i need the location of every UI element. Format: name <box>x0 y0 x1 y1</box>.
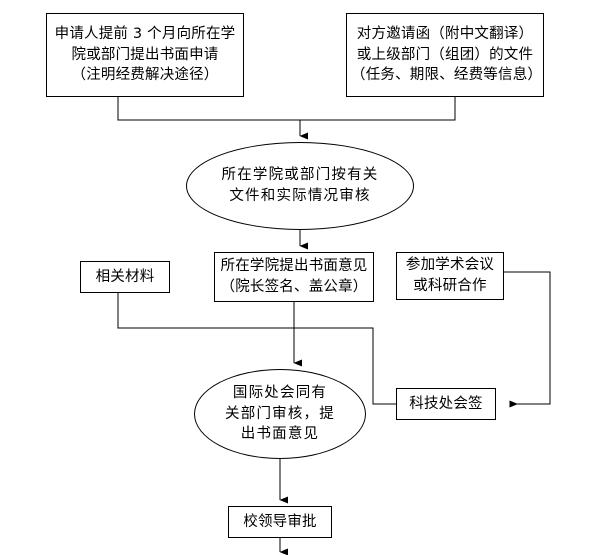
connector-conference-to-sci-tech <box>504 271 551 408</box>
node-written-opinion[interactable]: 所在学院提出书面意见 （院长签名、盖公章） <box>214 252 374 302</box>
node-invitation-letter[interactable]: 对方邀请函（附中文翻译） 或上级部门（组团）的文件 （任务、期限、经费等信息） <box>346 13 544 97</box>
node-sci-tech-sign[interactable]: 科技处会签 <box>396 388 496 420</box>
node-college-review[interactable]: 所在学院或部门按有关 文件和实际情况审核 <box>186 142 414 230</box>
node-academic-conference[interactable]: 参加学术会议 或科研合作 <box>396 252 504 300</box>
node-related-materials[interactable]: 相关材料 <box>80 261 170 293</box>
connector-applicant-to-review <box>117 97 300 121</box>
node-leader-approval[interactable]: 校领导审批 <box>228 506 332 538</box>
node-sci-tech-sign-label: 科技处会签 <box>409 395 483 412</box>
node-intl-office-label: 国际处会同有 关部门审核，提 出书面意见 <box>225 385 335 443</box>
connector-invitation-to-review <box>300 97 456 121</box>
node-academic-conference-label: 参加学术会议 或科研合作 <box>405 257 495 294</box>
node-written-opinion-label: 所在学院提出书面意见 （院长签名、盖公章） <box>220 258 368 295</box>
node-applicant-request[interactable]: 申请人提前 3 个月向所在学 院或部门提出书面申请 （注明经费解决途径） <box>46 13 244 97</box>
node-college-review-label: 所在学院或部门按有关 文件和实际情况审核 <box>221 167 379 204</box>
node-related-materials-label: 相关材料 <box>95 268 155 285</box>
node-applicant-request-label: 申请人提前 3 个月向所在学 院或部门提出书面申请 （注明经费解决途径） <box>54 26 236 84</box>
node-invitation-letter-label: 对方邀请函（附中文翻译） 或上级部门（组团）的文件 （任务、期限、经费等信息） <box>351 26 543 84</box>
node-intl-office[interactable]: 国际处会同有 关部门审核，提 出书面意见 <box>194 369 366 459</box>
node-leader-approval-label: 校领导审批 <box>243 513 317 530</box>
